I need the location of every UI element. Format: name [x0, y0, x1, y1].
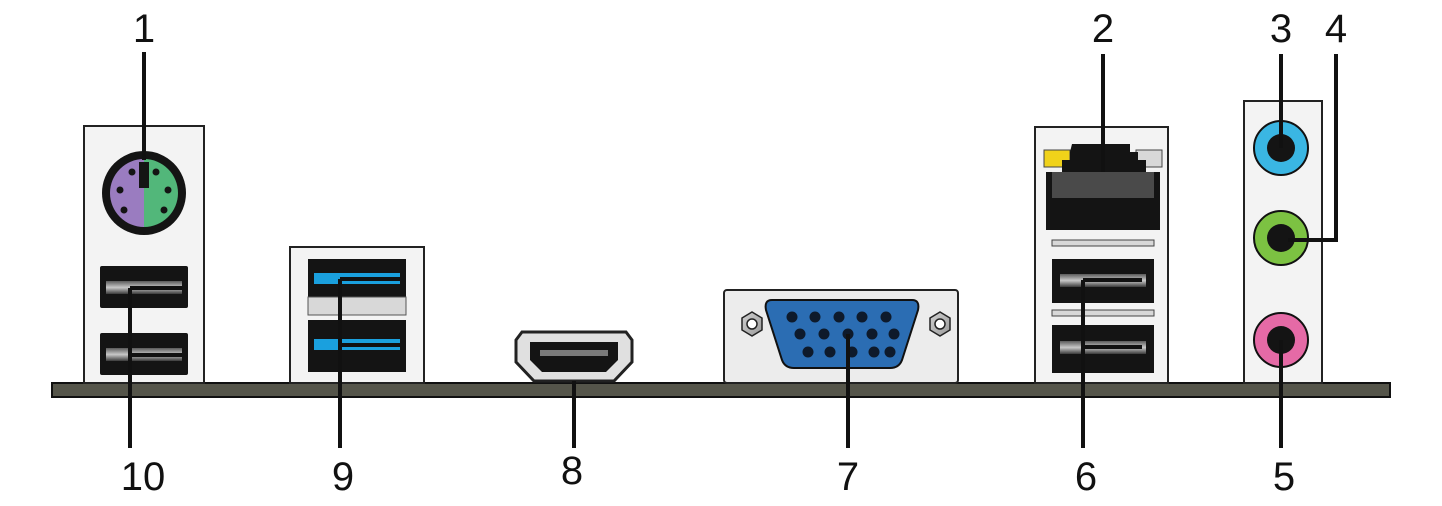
- callout-1: 1: [133, 7, 155, 51]
- hdmi-port-icon: [514, 330, 634, 383]
- callout-5: 5: [1273, 455, 1295, 499]
- callout-10: 10: [121, 455, 166, 499]
- callout-numbers: 1 2 3 4 5 6 7 8 9 10: [121, 7, 1347, 499]
- leader-lines: [128, 52, 1338, 448]
- ps2-usb2-block: [83, 125, 205, 384]
- usb3-port-icon: [307, 259, 407, 372]
- usb3-block: [289, 246, 425, 384]
- ps2-port-icon: [102, 151, 186, 235]
- callout-4: 4: [1325, 7, 1347, 51]
- motherboard-edge: [51, 382, 1391, 398]
- audio-jack-icon: [1253, 120, 1309, 368]
- callout-9: 9: [332, 455, 354, 499]
- lan-port-icon: [1046, 144, 1160, 230]
- callout-6: 6: [1075, 455, 1097, 499]
- callout-3: 3: [1270, 7, 1292, 51]
- leader-line-4: [1288, 54, 1338, 242]
- vga-port-icon: [723, 289, 959, 384]
- callout-8: 8: [561, 449, 583, 493]
- callout-7: 7: [837, 455, 859, 499]
- usb2-port-icon: [1051, 259, 1155, 373]
- callout-2: 2: [1092, 7, 1114, 51]
